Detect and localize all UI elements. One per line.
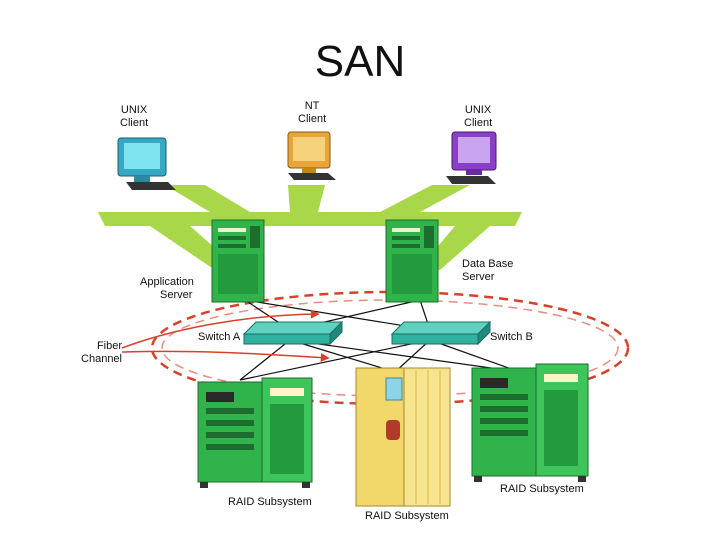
switch-a [242,320,344,346]
raid-subsystem-left-label: RAID Subsystem [228,496,312,508]
tower-server-icon [385,219,439,303]
raid-subsystem-center-label: RAID Subsystem [365,510,449,522]
monitor-orange-icon [287,131,336,180]
fiber-links [239,299,521,381]
page-title: SAN [314,37,406,86]
raid-tower-icon [355,367,451,507]
raid-cabinet-icon [471,363,589,482]
raid-subsystem-right [471,363,589,482]
switch-b-label: Switch B [490,331,533,343]
raid-cabinet-icon [197,377,313,488]
client-unix-left [117,137,176,190]
monitor-teal-icon [117,137,176,190]
network-switch-icon [390,320,492,346]
fiber-channel-arrows [121,309,330,363]
monitor-purple-icon [446,131,497,184]
switch-a-label: Switch A [198,331,241,343]
raid-subsystem-right-label: RAID Subsystem [500,483,584,495]
raid-subsystem-center [355,367,451,507]
network-switch-icon [242,320,344,346]
client-nt [287,131,336,180]
lan-backbone [98,185,522,270]
application-server [211,219,265,303]
switch-b [390,320,492,346]
client-unix-right [446,131,497,184]
database-server [385,219,439,303]
raid-subsystem-left [197,377,313,488]
tower-server-icon [211,219,265,303]
